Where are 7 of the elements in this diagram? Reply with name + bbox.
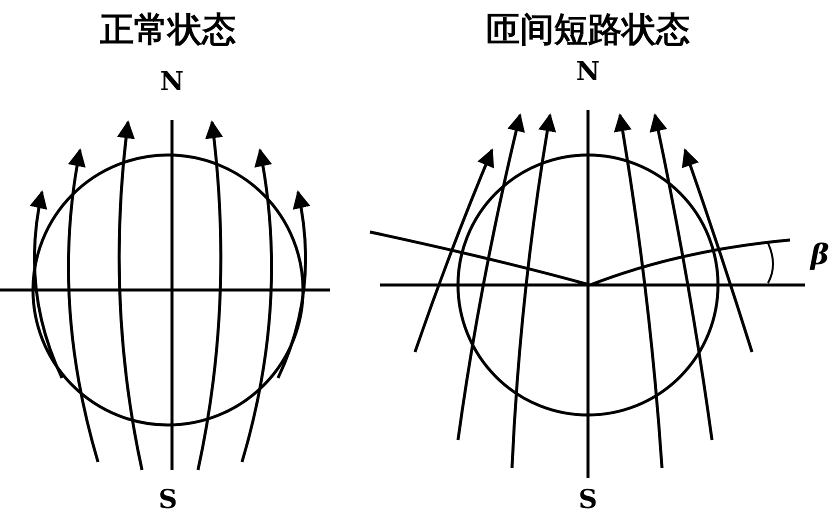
pole-label: S <box>158 487 178 513</box>
panel-title: 正常状态 <box>100 13 236 47</box>
angle-label: β <box>810 241 830 269</box>
pole-label: S <box>578 487 598 513</box>
pole-label: N <box>160 69 184 95</box>
pole-label: N <box>576 59 600 85</box>
panel-title: 匝间短路状态 <box>486 13 690 47</box>
